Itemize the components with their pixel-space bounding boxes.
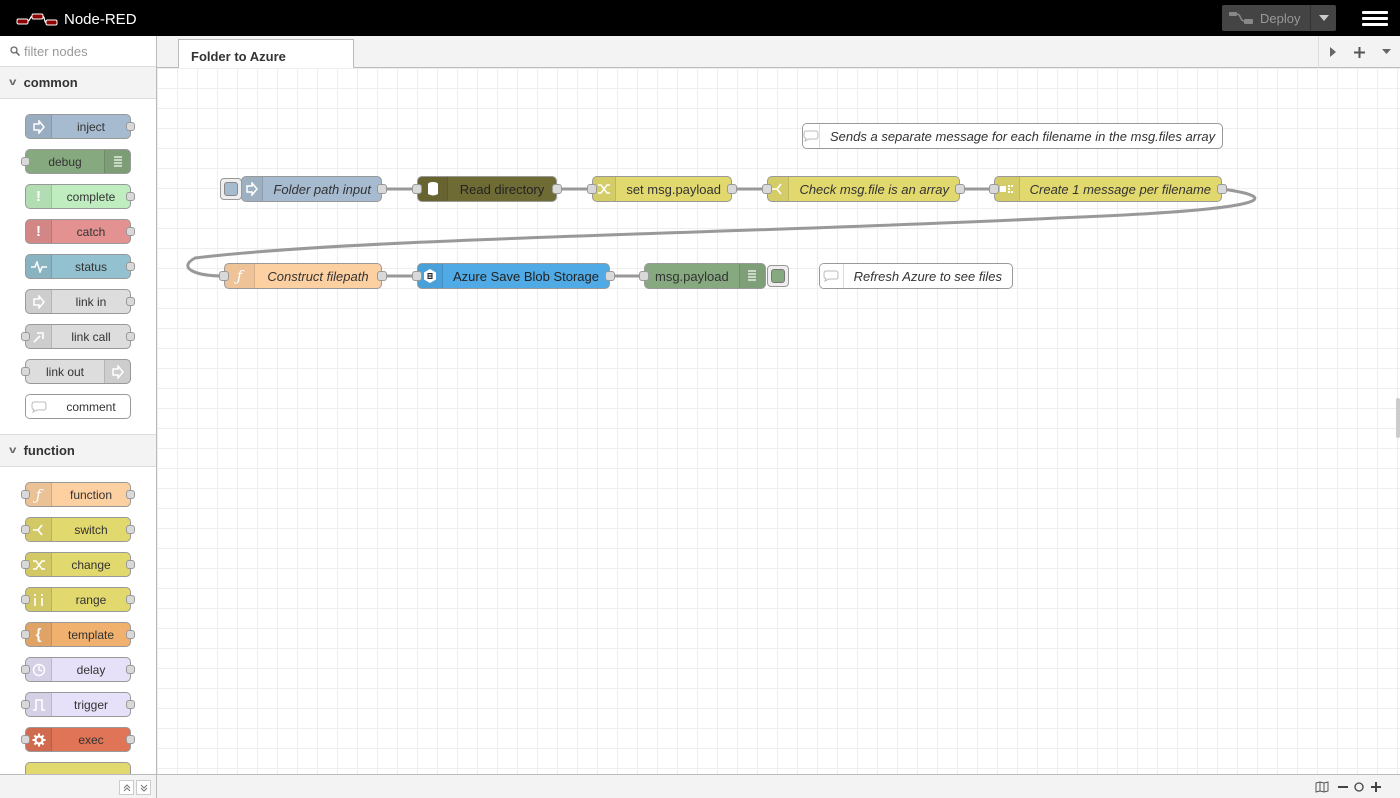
- flow-list-button[interactable]: [1373, 36, 1400, 68]
- add-flow-button[interactable]: [1346, 36, 1373, 68]
- palette-node-complete[interactable]: ! complete: [25, 184, 131, 209]
- exclamation-icon: !: [26, 220, 52, 243]
- collapse-all-button[interactable]: [119, 780, 134, 795]
- speech-bubble-icon: [26, 395, 52, 418]
- palette-node-link-call[interactable]: link call: [25, 324, 131, 349]
- minus-icon: [1338, 782, 1348, 792]
- workspace-footer: [157, 774, 1400, 798]
- inject-icon: [26, 115, 52, 138]
- database-icon: [418, 177, 448, 201]
- flow-node-folder-path-input[interactable]: Folder path input: [241, 176, 382, 202]
- flow-node-check-msg-file[interactable]: Check msg.file is an array: [767, 176, 960, 202]
- flow-node-msg-payload-debug[interactable]: msg.payload: [644, 263, 766, 289]
- caret-down-icon: [1382, 49, 1391, 55]
- palette-node-comment[interactable]: comment: [25, 394, 131, 419]
- function-icon: ƒ: [225, 264, 255, 288]
- flow-node-create-message-per-filename[interactable]: Create 1 message per filename: [994, 176, 1222, 202]
- plus-icon: [1354, 47, 1365, 58]
- palette-search: [0, 36, 156, 67]
- main-menu-button[interactable]: [1362, 6, 1388, 30]
- palette-node-catch[interactable]: ! catch: [25, 219, 131, 244]
- palette-node-link-in[interactable]: link in: [25, 289, 131, 314]
- palette-node-partial[interactable]: [25, 762, 131, 774]
- palette-node-link-out[interactable]: link out: [25, 359, 131, 384]
- search-icon: [10, 46, 20, 56]
- palette-node-trigger[interactable]: trigger: [25, 692, 131, 717]
- palette-node-debug[interactable]: debug: [25, 149, 131, 174]
- flow-node-set-msg-payload[interactable]: set msg.payload: [592, 176, 732, 202]
- debug-toggle-button[interactable]: [767, 265, 789, 287]
- double-chevron-down-icon: [140, 784, 148, 792]
- link-arrow-icon: [104, 360, 130, 383]
- caret-down-icon: [1319, 15, 1329, 21]
- circle-icon: [1354, 782, 1364, 792]
- navigator-button[interactable]: [1314, 779, 1330, 795]
- pulse-icon: [26, 255, 52, 278]
- speech-bubble-icon: [803, 124, 820, 148]
- palette-node-exec[interactable]: exec: [25, 727, 131, 752]
- flow-node-read-directory[interactable]: Read directory: [417, 176, 557, 202]
- flow-wires: [157, 68, 1400, 774]
- category-function: ƒ function switch change range: [0, 467, 156, 774]
- canvas-scrollbar[interactable]: [1396, 398, 1400, 438]
- app-logo: Node-RED: [16, 8, 137, 30]
- flow-canvas[interactable]: Sends a separate message for each filena…: [157, 68, 1400, 774]
- category-header-common[interactable]: v common: [0, 67, 156, 99]
- debug-icon: [739, 264, 765, 288]
- double-chevron-up-icon: [123, 784, 131, 792]
- deploy-button[interactable]: Deploy: [1222, 5, 1336, 31]
- expand-all-button[interactable]: [136, 780, 151, 795]
- palette-node-change[interactable]: change: [25, 552, 131, 577]
- deploy-menu-button[interactable]: [1310, 5, 1336, 31]
- palette-node-template[interactable]: { template: [25, 622, 131, 647]
- palette-node-function[interactable]: ƒ function: [25, 482, 131, 507]
- palette-node-range[interactable]: range: [25, 587, 131, 612]
- tab-folder-to-azure[interactable]: Folder to Azure: [178, 39, 354, 69]
- category-header-function[interactable]: v function: [0, 435, 156, 467]
- flow-node-construct-filepath[interactable]: ƒ Construct filepath: [224, 263, 382, 289]
- flow-comment-sends-separate[interactable]: Sends a separate message for each filena…: [802, 123, 1223, 149]
- filter-nodes-input[interactable]: [24, 44, 154, 59]
- debug-icon: [104, 150, 130, 173]
- tab-scroll-button[interactable]: [1319, 36, 1346, 68]
- node-red-logo-icon: [16, 12, 58, 26]
- header-bar: Node-RED Deploy: [0, 0, 1400, 36]
- exclamation-icon: !: [26, 185, 52, 208]
- hamburger-icon: [1362, 11, 1388, 14]
- inject-icon: [242, 177, 263, 201]
- deploy-label: Deploy: [1260, 11, 1310, 26]
- chevron-down-icon: v: [9, 445, 16, 456]
- palette-footer: [0, 774, 157, 798]
- zoom-out-button[interactable]: [1335, 779, 1351, 795]
- flow-node-azure-save-blob[interactable]: Azure Save Blob Storage: [417, 263, 610, 289]
- zoom-reset-button[interactable]: [1351, 779, 1367, 795]
- link-arrow-icon: [26, 290, 52, 313]
- palette-node-status[interactable]: status: [25, 254, 131, 279]
- deploy-icon: [1222, 11, 1260, 25]
- play-icon: [1329, 46, 1337, 58]
- workspace-tabs: Folder to Azure: [157, 36, 1400, 68]
- inject-trigger-button[interactable]: [220, 178, 242, 200]
- flow-comment-refresh-azure[interactable]: Refresh Azure to see files: [819, 263, 1013, 289]
- app-title: Node-RED: [64, 11, 137, 28]
- palette-node-delay[interactable]: delay: [25, 657, 131, 682]
- zoom-in-button[interactable]: [1368, 779, 1384, 795]
- plus-icon: [1371, 782, 1381, 792]
- node-palette: v common inject debug ! complete ! catch: [0, 36, 157, 774]
- map-icon: [1315, 781, 1329, 793]
- palette-node-inject[interactable]: inject: [25, 114, 131, 139]
- category-common: inject debug ! complete ! catch status: [0, 99, 156, 435]
- palette-node-switch[interactable]: switch: [25, 517, 131, 542]
- chevron-down-icon: v: [9, 77, 16, 88]
- speech-bubble-icon: [820, 264, 844, 288]
